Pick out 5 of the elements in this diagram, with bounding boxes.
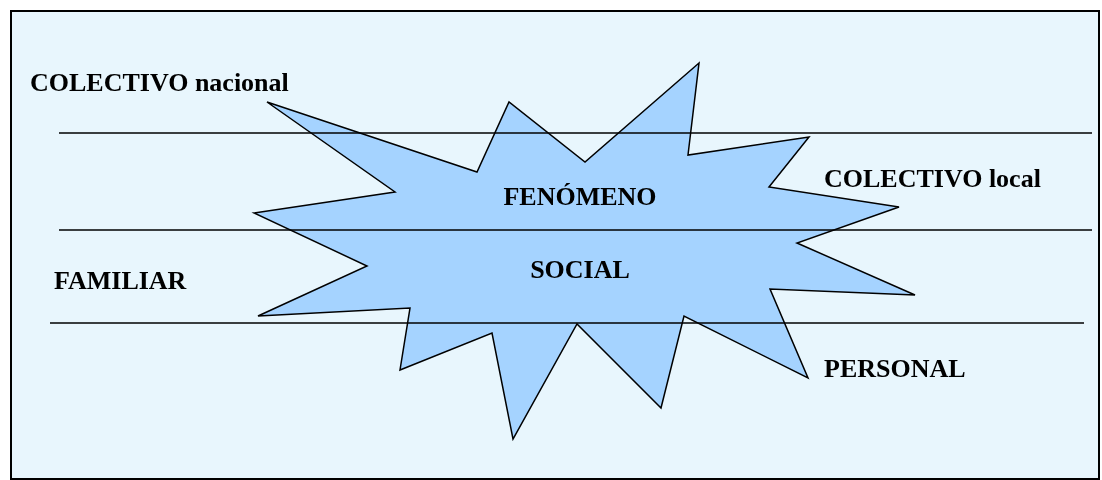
level-label: COLECTIVO nacional <box>30 68 289 98</box>
level-label: COLECTIVO local <box>824 164 1041 194</box>
level-label: FAMILIAR <box>54 266 187 296</box>
shape-text: FENÓMENO SOCIAL <box>502 181 658 286</box>
level-label: PERSONAL <box>824 354 966 384</box>
